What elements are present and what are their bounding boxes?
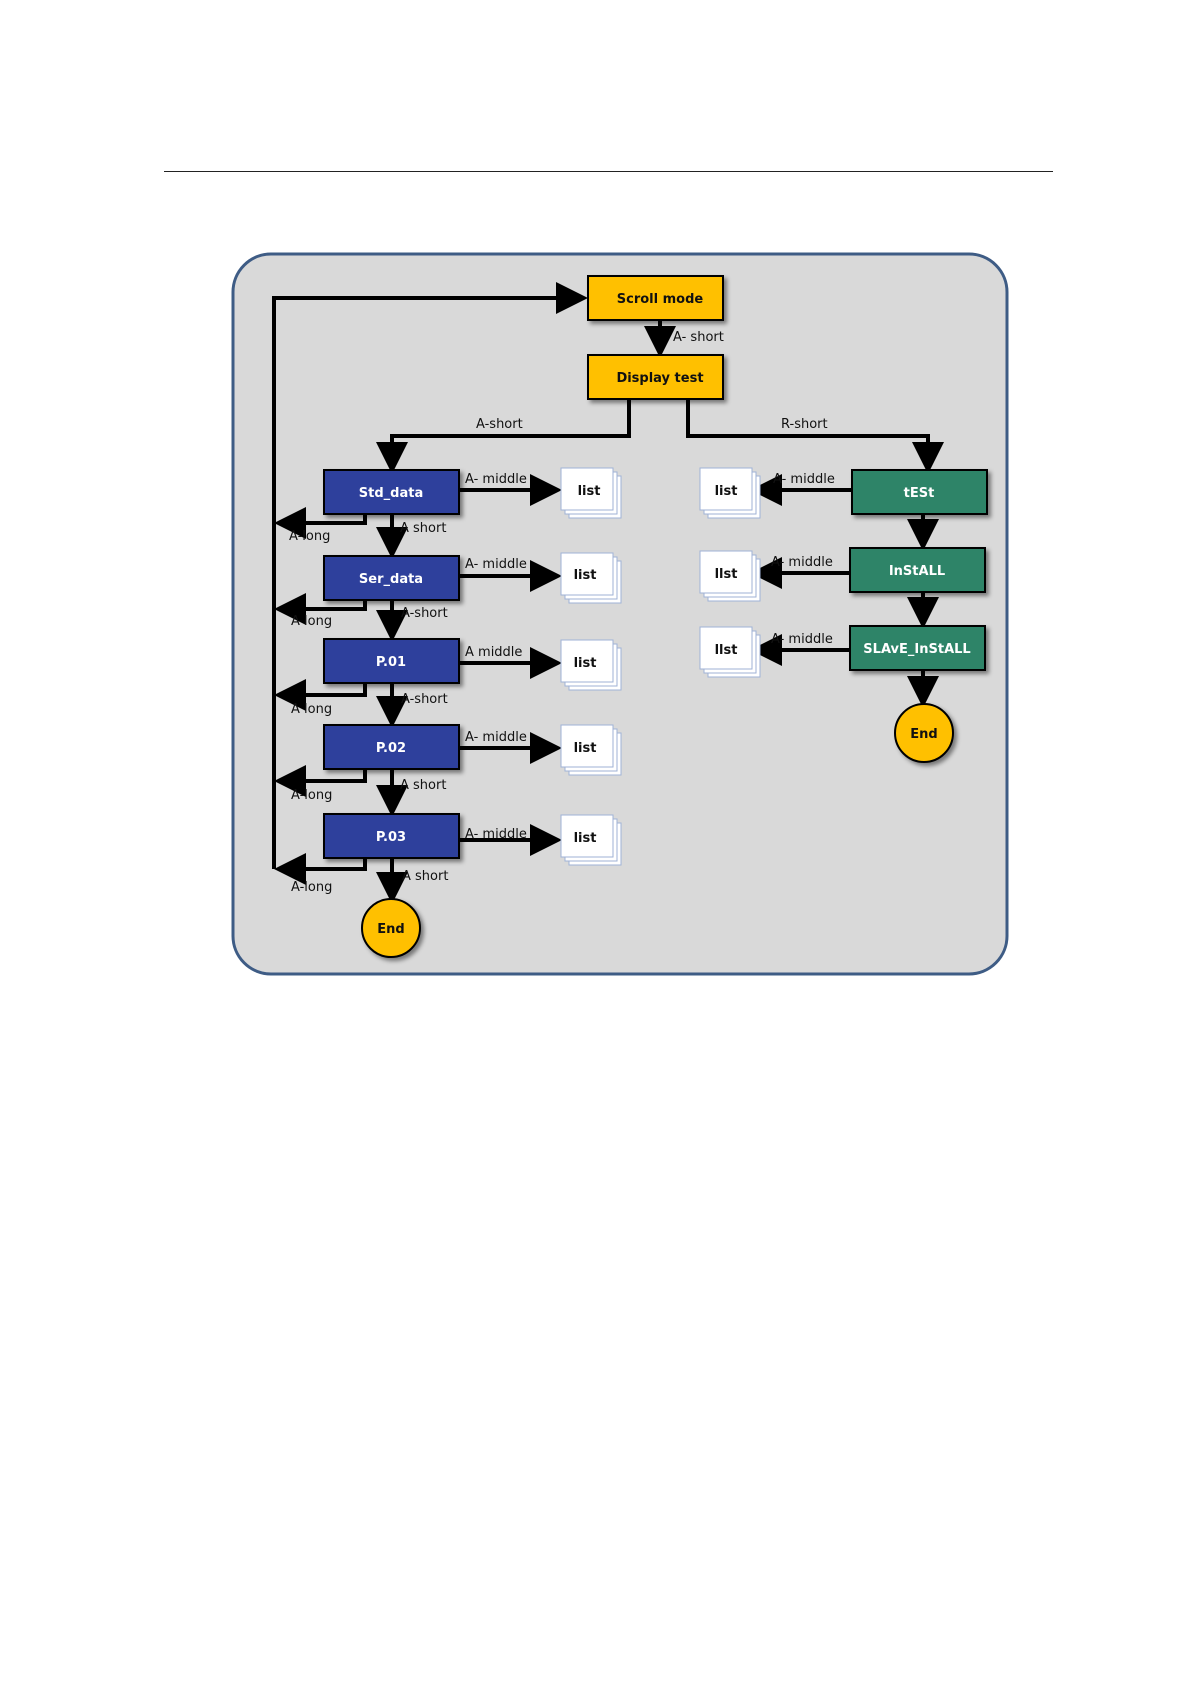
slave-install-node: SLAvE_InStALL	[849, 625, 986, 671]
install-label: InStALL	[889, 564, 945, 579]
arrow-p03-long	[274, 853, 367, 885]
edge-label: A-long	[289, 529, 330, 544]
p03-node: P.03	[323, 813, 460, 859]
edge-label: A- middle	[465, 472, 527, 487]
arrow-ser-long	[274, 593, 367, 625]
list-label: llst	[715, 643, 738, 658]
list-stack-slave: llst	[699, 626, 761, 678]
edge-label: A-long	[291, 788, 332, 803]
edge-label: A- short	[673, 330, 724, 345]
end-left-label: End	[377, 922, 404, 937]
list-label: list	[578, 484, 601, 499]
end-left-node: End	[361, 898, 421, 958]
arrow-std-long	[274, 507, 367, 539]
scroll-mode-node: Scroll mode	[587, 275, 724, 321]
std-data-label: Std_data	[359, 486, 423, 501]
header-rule	[164, 171, 1053, 172]
edge-label: A- middle	[465, 557, 527, 572]
p02-label: P.02	[376, 741, 406, 756]
std-data-node: Std_data	[323, 469, 460, 515]
install-node: InStALL	[849, 547, 986, 593]
edge-label: A- middle	[465, 730, 527, 745]
list-stack-p01: list	[560, 639, 622, 691]
arrow-p01-long	[274, 679, 367, 711]
ser-data-label: Ser_data	[359, 572, 423, 587]
edge-label: A- middle	[465, 827, 527, 842]
p01-label: P.01	[376, 655, 406, 670]
display-test-node: Display test	[587, 354, 724, 400]
edge-label: A- middle	[771, 555, 833, 570]
edge-label: A short	[400, 521, 446, 536]
list-label: list	[574, 656, 597, 671]
ser-data-node: Ser_data	[323, 555, 460, 601]
list-stack-p03: list	[560, 814, 622, 866]
p03-label: P.03	[376, 830, 406, 845]
loop-line	[272, 282, 588, 869]
list-stack-p02: list	[560, 724, 622, 776]
test-label: tESt	[904, 486, 935, 501]
end-right-node: End	[894, 703, 954, 763]
edge-label: A long	[291, 702, 332, 717]
end-right-label: End	[910, 727, 937, 742]
edge-label: A- middle	[773, 472, 835, 487]
edge-label: A-short	[401, 606, 448, 621]
edge-label: A-long	[291, 880, 332, 895]
list-label: list	[574, 831, 597, 846]
p01-node: P.01	[323, 638, 460, 684]
arrow-display-std	[376, 400, 631, 474]
p02-node: P.02	[323, 724, 460, 770]
edge-label: A short	[402, 869, 448, 884]
arrow-p02-long	[274, 765, 367, 797]
edge-label: A- middle	[771, 632, 833, 647]
edge-label: A-short	[476, 417, 523, 432]
edge-label: R-short	[781, 417, 828, 432]
list-label: list	[715, 484, 738, 499]
scroll-mode-label: Scroll mode	[617, 292, 704, 307]
slave-install-label: SLAvE_InStALL	[863, 642, 970, 657]
list-stack-test: list	[699, 467, 761, 519]
arrow-display-test	[686, 400, 944, 474]
list-label: list	[574, 741, 597, 756]
edge-label: A middle	[465, 645, 522, 660]
list-label: list	[574, 568, 597, 583]
edge-label: A-short	[401, 692, 448, 707]
list-stack-ser: list	[560, 552, 622, 604]
display-test-label: Display test	[616, 371, 703, 386]
edge-label: A long	[291, 614, 332, 629]
test-node: tESt	[851, 469, 988, 515]
list-label: llst	[715, 567, 738, 582]
list-stack-std: list	[560, 467, 622, 519]
list-stack-install: llst	[699, 550, 761, 602]
edge-label: A short	[400, 778, 446, 793]
